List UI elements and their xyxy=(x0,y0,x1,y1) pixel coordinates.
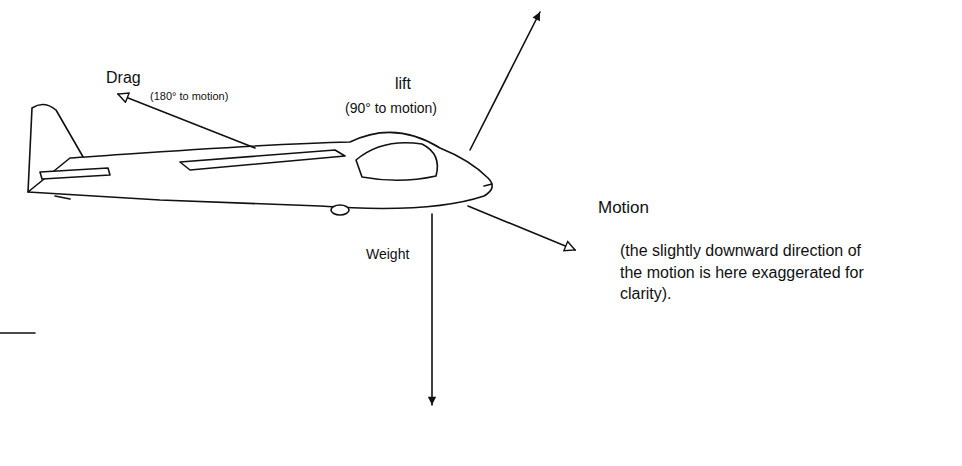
explanatory-note: (the slightly downward direction of the … xyxy=(620,240,870,305)
stabiliser xyxy=(40,168,110,179)
force-label: Drag xyxy=(106,68,141,87)
angle-note: (90° to motion) xyxy=(345,100,437,117)
canopy xyxy=(356,143,437,181)
wheel xyxy=(331,205,349,215)
angle-note: (180° to motion) xyxy=(150,90,228,103)
drag-arrow xyxy=(118,94,255,148)
fuselage xyxy=(28,132,492,208)
force-label: Weight xyxy=(366,246,409,263)
lift-arrow xyxy=(470,12,540,150)
wing xyxy=(180,150,345,170)
force-label: lift xyxy=(395,74,411,93)
weight-arrow xyxy=(431,214,433,405)
nose-tip xyxy=(484,184,492,186)
force-label: Motion xyxy=(598,198,649,218)
stray-mark xyxy=(0,332,35,334)
motion-arrow xyxy=(468,206,575,250)
tail-skid xyxy=(55,196,70,199)
